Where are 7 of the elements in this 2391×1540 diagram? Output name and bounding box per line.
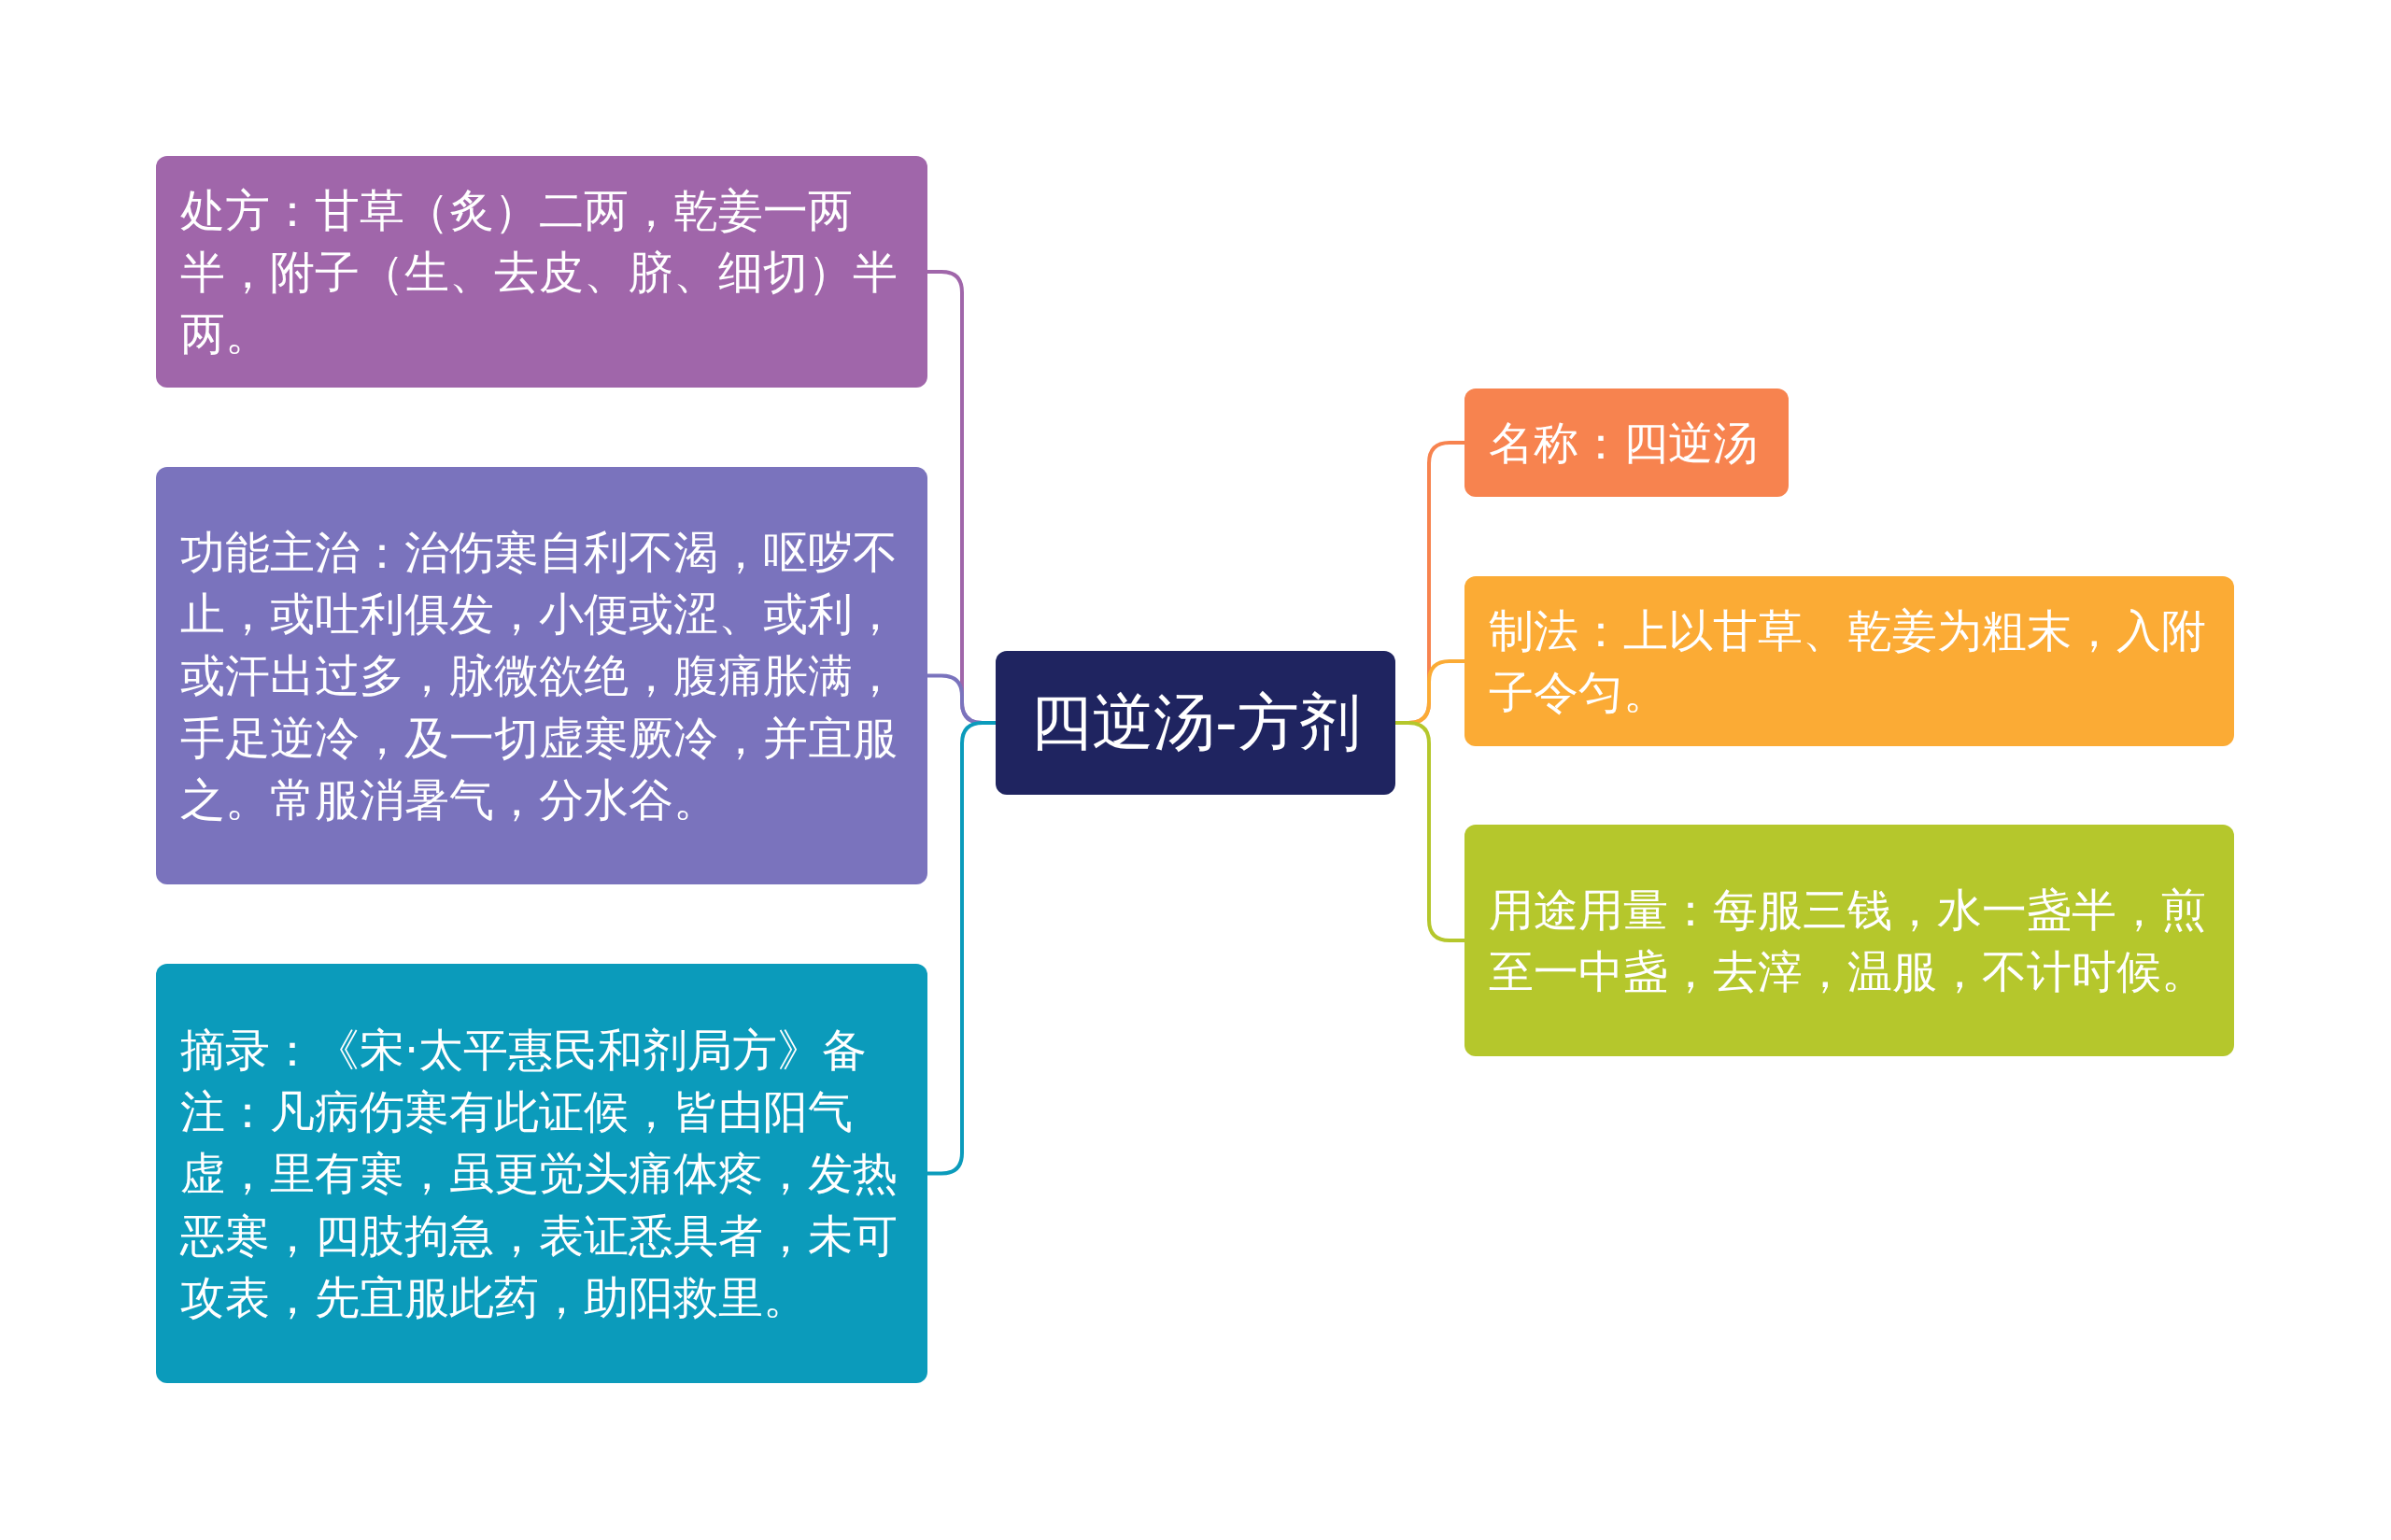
topic-box: 摘录：《宋·太平惠民和剂局方》备注：凡病伤寒有此证候，皆由阳气虚，里有寒，虽更觉头痛体疼，发热恶寒，四肢拘急，表证悉具者，未可攻表，先宜服此药，助阳救里。 [156, 964, 927, 1383]
topic-box: 用途用量：每服三钱，水一盏半，煎至一中盏，去滓，温服，不计时候。 [1464, 825, 2234, 1056]
topic-box: 处方：甘草（炙）二两，乾姜一两半，附子（生、去皮、脐、细切）半两。 [156, 156, 927, 388]
topic-box: 功能主治：治伤寒自利不渴，呕哕不止，或吐利俱发，小便或涩、或利，或汗出过多，脉微欲绝，腹痛胀满，手足逆冷，及一切虚寒厥冷，并宜服之。常服消暑气，分水谷。 [156, 467, 927, 884]
topic-box: 制法：上以甘草、乾姜为粗末，入附子令匀。 [1464, 576, 2234, 746]
central-topic-box: 四逆汤-方剂 [996, 651, 1395, 795]
topic-box: 名称：四逆汤 [1464, 389, 1789, 497]
